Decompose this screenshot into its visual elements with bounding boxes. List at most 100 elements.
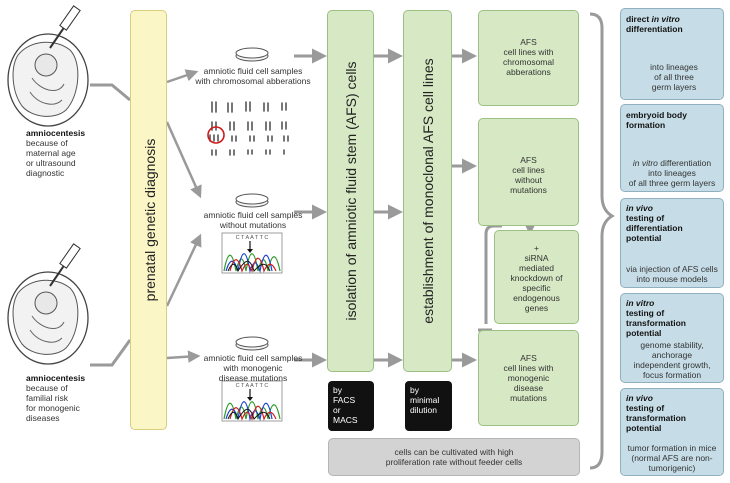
panel2-body-italic: in vitro bbox=[632, 158, 658, 168]
facs-line: MACS bbox=[333, 415, 358, 425]
sample-line: amniotic fluid cell samples bbox=[203, 353, 303, 363]
cultivation-line: proliferation rate without feeder cells bbox=[385, 457, 523, 467]
panel1-title-part: differentiation bbox=[626, 24, 683, 34]
sirna-knockdown-box: + siRNA mediated knockdown of specific e… bbox=[494, 230, 579, 324]
cell-line-text: chromosomal bbox=[502, 57, 555, 67]
panel3-title-part: testing of bbox=[626, 213, 665, 223]
chromatogram-sequence-1: C T A A T T C bbox=[236, 235, 269, 241]
panel4-title: in vitro testing of transformation poten… bbox=[626, 298, 692, 338]
panel5-title-part: testing of bbox=[626, 403, 665, 413]
cell-line-text: cell lines with bbox=[503, 47, 554, 57]
sample-line: with monogenic bbox=[223, 363, 283, 373]
panel5-title-italic: in vivo bbox=[626, 393, 653, 403]
panel5-body: tumor formation in mice (normal AFS are … bbox=[622, 443, 722, 473]
establishment-column bbox=[403, 10, 452, 372]
sirna-line: + bbox=[534, 243, 539, 253]
cell-line-text: mutations bbox=[510, 185, 547, 195]
panel4-body-line: genome stability, bbox=[640, 340, 704, 350]
facs-line: or bbox=[333, 405, 341, 415]
sirna-line: siRNA bbox=[524, 253, 549, 263]
panel5-title-part: transformation bbox=[626, 413, 686, 423]
petri-dish-icon-3 bbox=[235, 336, 269, 351]
panel3-body-line: via injection of AFS cells bbox=[626, 264, 718, 274]
dilution-line: minimal bbox=[410, 395, 440, 405]
facs-line: by bbox=[333, 385, 342, 395]
sample-label-no-mutation: amniotic fluid cell samples without muta… bbox=[194, 210, 312, 230]
prenatal-diagnosis-column bbox=[130, 10, 167, 430]
panel4-title-part: transformation bbox=[626, 318, 686, 328]
panel-in-vivo-differentiation bbox=[620, 198, 724, 288]
panel1-title: direct in vitro differentiation bbox=[626, 14, 692, 34]
panel1-body-line: germ layers bbox=[651, 82, 697, 92]
sample-line: without mutations bbox=[219, 220, 287, 230]
amniocentesis-line: because of bbox=[26, 138, 68, 148]
panel4-title-part: potential bbox=[626, 328, 662, 338]
cell-line-text: AFS bbox=[520, 155, 537, 165]
panel4-title-italic: in vitro bbox=[626, 298, 655, 308]
panel3-body: via injection of AFS cells into mouse mo… bbox=[622, 264, 722, 284]
prenatal-diagnosis-label: prenatal genetic diagnosis bbox=[142, 138, 158, 302]
facs-line: FACS bbox=[333, 395, 356, 405]
panel3-title-italic: in vivo bbox=[626, 203, 653, 213]
panel2-title: embryoid body formation bbox=[626, 110, 690, 130]
panel2-title-part: formation bbox=[626, 120, 666, 130]
sample-line: disease mutations bbox=[218, 373, 288, 383]
panel2-body-line: of all three germ layers bbox=[628, 178, 716, 188]
panel-in-vitro-transformation bbox=[620, 293, 724, 383]
sirna-line: mediated bbox=[519, 263, 554, 273]
panel5-title: in vivo testing of transformation potent… bbox=[626, 393, 688, 433]
panel5-body-line: (normal AFS are non- bbox=[631, 453, 713, 463]
cell-lines-no-mutation-box: AFS cell lines without mutations bbox=[478, 118, 579, 226]
panel3-title-part: differentiation bbox=[626, 223, 683, 233]
chromatogram-sequence-2: C T A A T T C bbox=[236, 383, 269, 389]
sirna-line: genes bbox=[524, 303, 549, 313]
panel3-body-line: into mouse models bbox=[636, 274, 708, 284]
pregnancy-syringe-icon-top bbox=[7, 5, 89, 127]
amniocentesis-line: familial risk bbox=[26, 393, 69, 403]
chromatogram-image-1 bbox=[221, 232, 283, 274]
panel4-body-line: independent growth, bbox=[633, 360, 711, 370]
panel1-body-line: of all three bbox=[654, 72, 694, 82]
amniocentesis-label-bottom: amniocentesis because of familial risk f… bbox=[26, 373, 104, 423]
sample-label-chromosomal: amniotic fluid cell samples with chromos… bbox=[194, 66, 312, 86]
sample-line: with chromosomal abberations bbox=[195, 76, 311, 86]
dilution-line: dilution bbox=[410, 405, 437, 415]
sample-label-monogenic: amniotic fluid cell samples with monogen… bbox=[194, 353, 312, 383]
dilution-line: by bbox=[410, 385, 419, 395]
minimal-dilution-box: by minimal dilution bbox=[405, 381, 452, 431]
cell-lines-monogenic-box: AFS cell lines with monogenic disease mu… bbox=[478, 330, 579, 426]
cell-line-text: monogenic bbox=[507, 373, 550, 383]
sirna-line: specific bbox=[522, 283, 551, 293]
panel2-body-rest: differentiation bbox=[657, 158, 712, 168]
amniocentesis-line: because of bbox=[26, 383, 68, 393]
cell-line-text: without bbox=[515, 175, 542, 185]
panel2-body: in vitro differentiation into lineages o… bbox=[622, 158, 722, 188]
amniocentesis-title-bottom: amniocentesis bbox=[26, 373, 86, 383]
panel4-body-line: focus formation bbox=[642, 370, 702, 380]
amniocentesis-line: diseases bbox=[26, 413, 60, 423]
panel3-title-part: potential bbox=[626, 233, 662, 243]
karyotype-image bbox=[209, 101, 289, 156]
cell-line-text: cell lines with bbox=[503, 363, 554, 373]
sample-line: amniotic fluid cell samples bbox=[203, 210, 303, 220]
amniocentesis-title-top: amniocentesis bbox=[26, 128, 86, 138]
petri-dish-icon-1 bbox=[235, 47, 269, 62]
cell-line-text: disease bbox=[513, 383, 544, 393]
cell-lines-chromosomal-box: AFS cell lines with chromosomal abberati… bbox=[478, 10, 579, 106]
isolation-column bbox=[327, 10, 374, 372]
pregnancy-syringe-icon-bottom bbox=[7, 243, 89, 365]
sample-line: amniotic fluid cell samples bbox=[203, 66, 303, 76]
panel1-body-line: into lineages bbox=[650, 62, 698, 72]
panel2-title-part: embryoid body bbox=[626, 110, 687, 120]
cell-line-text: AFS bbox=[520, 353, 537, 363]
panel4-body-line: anchorage bbox=[651, 350, 693, 360]
panel5-title-part: potential bbox=[626, 423, 662, 433]
facs-macs-box: by FACS or MACS bbox=[328, 381, 374, 431]
sirna-line: endogenous bbox=[513, 293, 560, 303]
right-brace bbox=[589, 12, 615, 470]
cell-line-text: abberations bbox=[506, 67, 551, 77]
panel1-title-italic: in vitro bbox=[651, 14, 680, 24]
panel4-body: genome stability, anchorage independent … bbox=[622, 340, 722, 380]
panel5-body-line: tumorigenic) bbox=[648, 463, 696, 473]
